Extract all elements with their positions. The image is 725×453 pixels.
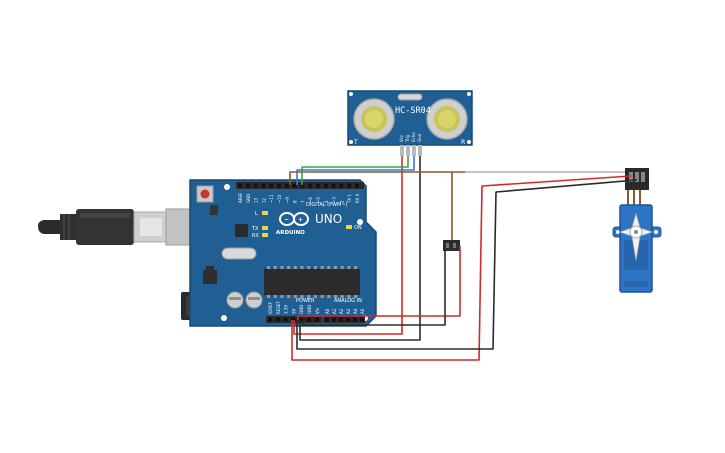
wire-sensor-echo (296, 156, 415, 185)
analog-pin-label: A4 (353, 308, 358, 314)
wires (289, 156, 638, 361)
digital-pin-label: 4 (324, 200, 329, 203)
digital-header (236, 182, 364, 189)
digital-pin-hole[interactable] (238, 183, 242, 188)
servo-motor-icon (612, 168, 662, 293)
svg-text:−: − (284, 217, 289, 224)
digital-pin-hole[interactable] (277, 183, 281, 188)
analog-pin-hole[interactable] (325, 317, 329, 322)
digital-pin-hole[interactable] (245, 183, 250, 188)
sensor-pin-label: Gnd (417, 133, 422, 142)
infinity-logo-icon: − + (279, 212, 309, 226)
analog-pin-label: A2 (339, 308, 344, 314)
wire-junction-black (302, 246, 446, 326)
on-led-label: ON (354, 225, 362, 231)
wire-servo-ground (296, 179, 638, 350)
board-model: UNO (315, 212, 342, 226)
ultrasonic-transducer-right (426, 98, 468, 140)
digital-pin-hole[interactable] (355, 183, 359, 188)
power-label: POWER (296, 298, 315, 304)
digital-pin-label: 7 (300, 200, 305, 203)
digital-pin-hole[interactable] (316, 183, 320, 188)
sensor-pin-label: Trig (405, 134, 410, 143)
digital-pin-hole[interactable] (300, 183, 305, 188)
digital-pin-hole[interactable] (308, 183, 313, 188)
digital-pin-hole[interactable] (331, 183, 336, 188)
wire-sensor-trig (301, 156, 409, 185)
wire-junction-red (297, 246, 461, 320)
led-tx-label: TX (251, 226, 259, 232)
digital-pin-hole[interactable] (261, 183, 266, 188)
power-pin-label: 5V (291, 308, 296, 314)
crystal-oscillator (221, 247, 257, 260)
board-brand: ARDUINO (276, 230, 305, 236)
sensor-pin-label: Echo (411, 132, 416, 142)
digital-pin-label: ~3 (332, 197, 337, 203)
analog-pin-label: A3 (346, 308, 351, 314)
power-pin-hole[interactable] (299, 317, 304, 322)
wire-servo-signal-board (289, 171, 452, 185)
svg-text:+: + (298, 217, 303, 224)
analog-pin-hole[interactable] (353, 317, 357, 322)
digital-pin-hole[interactable] (339, 183, 344, 188)
digital-pin-label: AREF (238, 192, 243, 203)
digital-pin-label: 2 (339, 200, 344, 203)
analog-pin-label: A1 (332, 308, 337, 314)
analog-pin-hole[interactable] (332, 317, 336, 322)
power-pin-hole[interactable] (307, 317, 311, 322)
analog-label: ANALOG IN (334, 298, 362, 304)
digital-pin-label: 12 (261, 197, 266, 203)
usb-cable-icon (38, 209, 169, 245)
digital-pin-hole[interactable] (284, 183, 289, 188)
digital-pin-label: ~6 (308, 197, 313, 203)
ultrasonic-transducer-left (353, 98, 395, 140)
analog-pin-label: A0 (325, 308, 330, 314)
digital-pin-hole[interactable] (292, 183, 297, 188)
power-pin-label: GND (307, 305, 312, 314)
digital-pin-label: GND (246, 194, 251, 203)
power-pin-label: RESET (276, 301, 281, 314)
power-pin-label: Vin (315, 307, 320, 314)
power-pin-label: GND (299, 305, 304, 314)
power-pin-hole[interactable] (283, 317, 288, 322)
power-pin-hole[interactable] (275, 317, 280, 322)
analog-pin-hole[interactable] (339, 317, 343, 322)
power-pin-label: 3.3V (284, 305, 289, 314)
led-l-label: L (255, 211, 258, 217)
analog-pin-hole[interactable] (360, 317, 364, 322)
sensor-corner-t: T (353, 139, 358, 146)
sensor-pin-label: Vcc (399, 135, 404, 142)
digital-label: DIGITAL (PWM~) (306, 202, 348, 208)
wire-servo-power (291, 175, 632, 361)
atmega-chip (264, 269, 360, 295)
digital-pin-label: TX 1 (347, 194, 352, 204)
digital-pin-label: ~10 (277, 194, 282, 203)
digital-pin-label: 13 (254, 197, 259, 203)
wire-junction-block (443, 240, 460, 251)
analog-header (323, 316, 365, 323)
digital-pin-label: ~9 (285, 197, 290, 203)
sensor-label: HC-SR04 (395, 106, 431, 116)
digital-pin-hole[interactable] (323, 183, 328, 188)
wire-sensor-vcc (293, 156, 403, 335)
analog-pin-hole[interactable] (346, 317, 350, 322)
digital-pin-label: ~11 (269, 194, 274, 203)
power-pin-hole[interactable] (314, 317, 319, 322)
digital-pin-hole[interactable] (347, 183, 352, 188)
power-pin-hole[interactable] (291, 317, 296, 322)
digital-pin-hole[interactable] (269, 183, 274, 188)
power-pin-hole[interactable] (268, 317, 272, 322)
power-pin-label: IOREF (268, 301, 273, 314)
digital-pin-label: ~5 (316, 197, 321, 203)
digital-pin-hole[interactable] (253, 183, 258, 188)
wire-sensor-gnd (299, 156, 421, 341)
analog-pin-label: A5 (360, 308, 365, 314)
sensor-corner-r: R (461, 139, 465, 146)
digital-pin-label: RX 0 (355, 193, 360, 203)
led-rx-label: RX (252, 233, 259, 239)
digital-pin-label: 8 (293, 200, 298, 203)
